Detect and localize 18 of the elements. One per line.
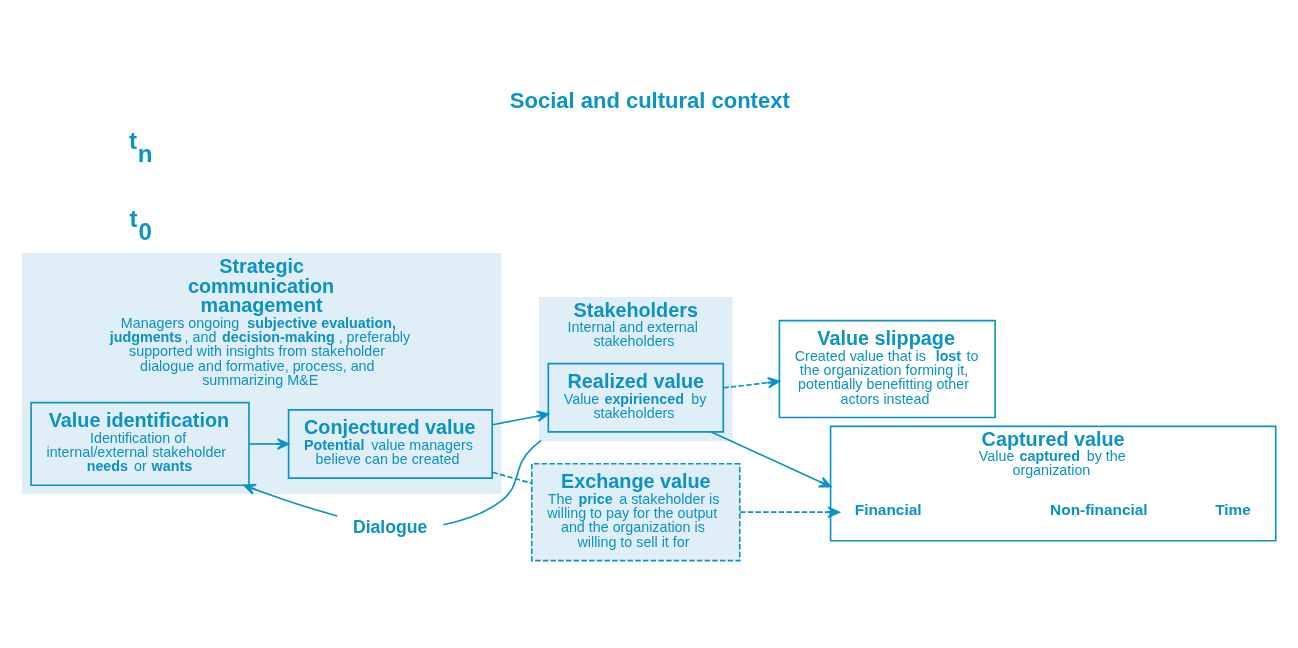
node-text: Non-financial	[1050, 501, 1148, 519]
arrow	[491, 410, 550, 426]
arrow	[710, 431, 832, 488]
node-box: Value slippage Created value that is lost to the organization forming it, potentially benefitting other actors instead	[778, 319, 996, 419]
diagram-title: Social and cultural context	[509, 88, 790, 114]
connector	[491, 471, 533, 485]
node-text: Time	[1215, 501, 1251, 519]
connector	[442, 439, 542, 526]
arrow	[722, 376, 780, 389]
arrow	[248, 438, 290, 450]
node-box: Value identification Identification of internal/external stakeholder needs or wants	[30, 401, 250, 487]
arrow	[739, 506, 840, 518]
node-box: Exchange value The price a stakeholder is willing to pay for the output and the organization is willing to sell it for	[530, 462, 741, 562]
arrow	[243, 483, 339, 517]
node-box: Realized value Value expirienced by stakeholders	[547, 362, 725, 433]
node-text: Financial	[854, 501, 922, 519]
node-text: Dialogue	[352, 516, 428, 537]
node-box: Conjectured value Potential value managers believe can be created	[287, 409, 493, 479]
